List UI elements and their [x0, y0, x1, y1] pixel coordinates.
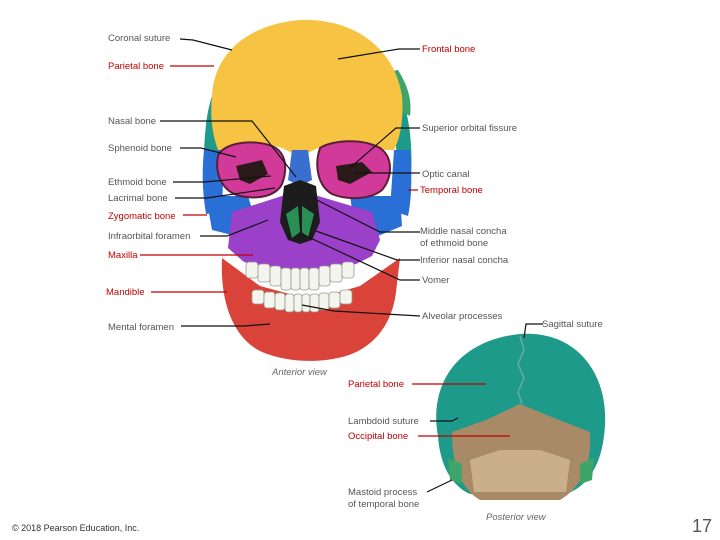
label-occipital-bone: Occipital bone — [348, 431, 409, 442]
anterior-skull — [202, 19, 412, 361]
nasal-bone-shape — [288, 150, 312, 186]
label-middle-nasal-concha-sub: of ethmoid bone — [420, 238, 489, 249]
label-mandible: Mandible — [106, 287, 145, 298]
leader-middle-nasal-concha — [312, 197, 420, 233]
nasal-cavity-shape — [280, 180, 320, 244]
leader-inferior-nasal-concha — [315, 230, 420, 261]
posterior-skull — [436, 333, 606, 500]
label-frontal-bone: Frontal bone — [422, 44, 476, 55]
leader-coronal-suture — [179, 38, 233, 51]
leader-ethmoid-bone — [173, 175, 272, 183]
leader-mastoid-process — [426, 479, 453, 493]
label-maxilla: Maxilla — [108, 250, 138, 261]
label-nasal-bone: Nasal bone — [108, 116, 157, 127]
label-optic-canal: Optic canal — [422, 169, 470, 180]
leader-infraorbital-foramen — [200, 219, 269, 237]
frontal-bone-shape — [211, 19, 403, 160]
leader-alveolar-processes — [301, 304, 421, 317]
nasal-conchae-shape — [286, 206, 314, 238]
leader-nasal-bone — [160, 120, 297, 178]
posterior-base-shape — [470, 450, 570, 492]
posterior-mastoid-left — [448, 458, 462, 484]
label-alveolar-processes: Alveolar processes — [422, 311, 503, 322]
upper-teeth — [245, 261, 355, 291]
label-parietal-bone: Parietal bone — [108, 61, 164, 72]
label-sagittal-suture: Sagittal suture — [542, 319, 603, 330]
lower-teeth — [251, 289, 353, 313]
page-number: 17 — [692, 516, 713, 536]
orbit-right-fissure — [336, 162, 372, 184]
label-coronal-suture: Coronal suture — [108, 33, 171, 44]
label-zygomatic-bone: Zygomatic bone — [108, 211, 176, 222]
leader-lambdoid-suture — [430, 417, 459, 422]
label-posterior-parietal-bone: Parietal bone — [348, 379, 404, 390]
leader-vomer — [301, 233, 420, 281]
label-sphenoid-bone: Sphenoid bone — [108, 143, 172, 154]
leader-sagittal-suture — [523, 323, 543, 339]
caption-anterior-view: Anterior view — [272, 367, 327, 378]
label-middle-nasal-concha: Middle nasal concha — [420, 226, 507, 237]
label-inferior-nasal-concha: Inferior nasal concha — [420, 255, 509, 266]
label-superior-orbital-fissure: Superior orbital fissure — [422, 123, 518, 134]
leader-mental-foramen — [181, 323, 271, 327]
label-infraorbital-foramen: Infraorbital foramen — [108, 231, 191, 242]
label-mastoid-process: Mastoid process — [348, 487, 418, 498]
label-vomer: Vomer — [422, 275, 450, 286]
leader-sphenoid-bone — [180, 147, 237, 158]
label-lambdoid-suture: Lambdoid suture — [348, 416, 419, 427]
label-mental-foramen: Mental foramen — [108, 322, 175, 333]
label-mastoid-process-sub: of temporal bone — [348, 499, 420, 510]
leader-lines — [140, 38, 543, 493]
label-lacrimal-bone: Lacrimal bone — [108, 193, 168, 204]
sagittal-suture-line — [517, 335, 525, 405]
leader-lacrimal-bone — [175, 187, 276, 199]
copyright-notice: © 2018 Pearson Education, Inc. — [12, 523, 140, 533]
posterior-mastoid-right — [580, 458, 594, 484]
caption-posterior-view: Posterior view — [486, 512, 546, 523]
leader-superior-orbital-fissure — [350, 127, 420, 168]
label-temporal-bone: Temporal bone — [420, 185, 483, 196]
label-ethmoid-bone: Ethmoid bone — [108, 177, 167, 188]
leader-frontal-bone — [337, 48, 420, 60]
